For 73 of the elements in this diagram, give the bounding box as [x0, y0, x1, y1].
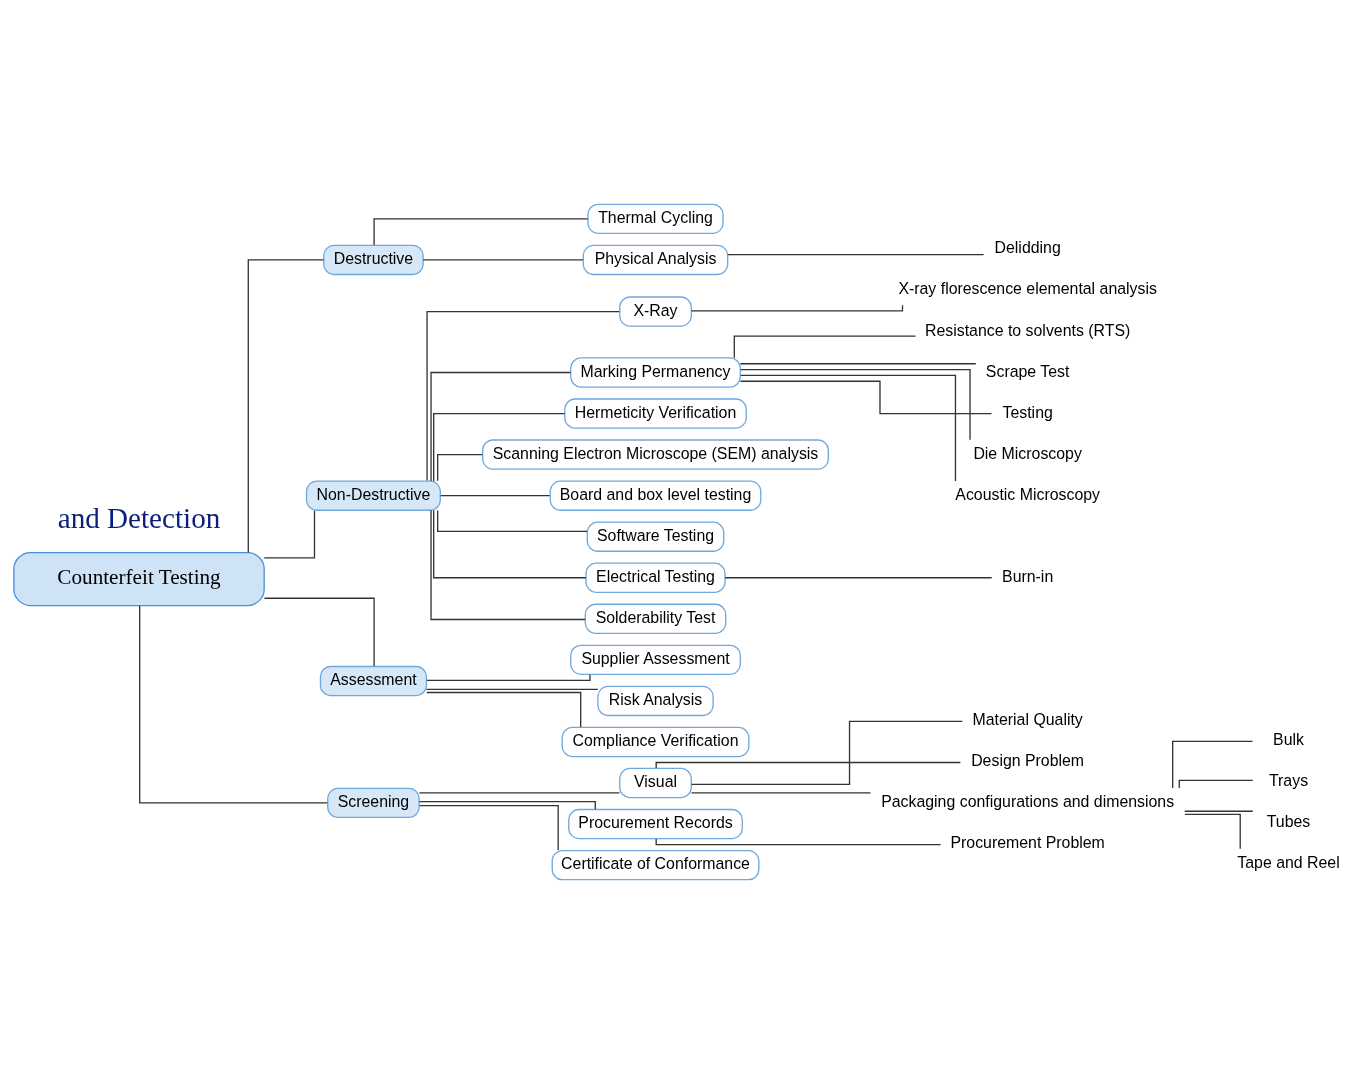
- connector: [690, 720, 963, 785]
- connector: [1178, 779, 1254, 789]
- connector: [426, 673, 591, 681]
- connector: [373, 217, 589, 246]
- node-text: Material Quality: [972, 710, 1083, 728]
- connector: [418, 804, 559, 851]
- connector: [739, 368, 971, 440]
- node-box: Electrical Testing: [585, 562, 726, 593]
- node-box: Procurement Records: [568, 808, 743, 839]
- connector: [439, 494, 551, 496]
- node-text: Testing: [1002, 403, 1053, 421]
- label: and Detection: [57, 501, 221, 534]
- connector: [430, 371, 572, 482]
- connector: [418, 791, 621, 794]
- connector: [430, 509, 586, 620]
- connector: [1172, 740, 1254, 789]
- node-text: Bulk: [1273, 730, 1304, 748]
- node-text: Die Microscopy: [973, 444, 1082, 462]
- connector: [437, 453, 483, 481]
- node-text: Delidding: [994, 238, 1061, 256]
- node-text: Burn-in: [1002, 567, 1054, 585]
- node-box: Risk Analysis: [597, 685, 714, 716]
- node-box: Physical Analysis: [582, 244, 729, 275]
- connector: [739, 380, 993, 414]
- node-box: Compliance Verification: [561, 726, 750, 757]
- node-box: Supplier Assessment: [570, 644, 741, 675]
- node-text: Trays: [1268, 771, 1309, 789]
- node-text: Acoustic Microscopy: [955, 485, 1100, 503]
- connector: [727, 253, 985, 255]
- connector: [433, 412, 566, 482]
- node-box: Counterfeit Testing: [13, 551, 265, 606]
- node-text: Tape and Reel: [1237, 853, 1340, 871]
- connector: [139, 604, 328, 804]
- node-box: Hermeticity Verification: [564, 397, 747, 429]
- connector: [437, 509, 588, 532]
- connector: [418, 800, 596, 810]
- connector: [247, 258, 325, 553]
- node-text: Packaging configurations and dimensions: [881, 792, 1175, 810]
- connector: [655, 837, 942, 845]
- connector: [263, 597, 375, 667]
- connector: [422, 258, 584, 261]
- connector: [1184, 813, 1241, 849]
- node-box: Marking Permanency: [570, 356, 741, 388]
- node-box: Thermal Cycling: [587, 203, 724, 234]
- node-text: Tubes: [1266, 812, 1311, 830]
- node-box: Scanning Electron Microscope (SEM) analysis: [482, 438, 829, 470]
- node-box: Assessment: [319, 665, 428, 696]
- node-text: X-ray florescence elemental analysis: [898, 279, 1157, 297]
- connector: [433, 509, 587, 578]
- connector: [426, 310, 620, 481]
- node-box: Non-Destructive: [305, 479, 441, 511]
- connector: [739, 362, 977, 364]
- connector: [655, 761, 962, 769]
- node-box: Software Testing: [586, 521, 725, 552]
- connector: [740, 374, 957, 482]
- connector: [426, 691, 582, 728]
- node-text: Scrape Test: [985, 362, 1070, 380]
- node-box: Destructive: [323, 244, 424, 275]
- node-text: Resistance to solvents (RTS): [925, 321, 1131, 339]
- connector: [263, 509, 316, 559]
- node-text: Design Problem: [971, 751, 1085, 769]
- connector: [733, 334, 917, 358]
- node-box: Visual: [619, 767, 692, 798]
- connector: [425, 688, 599, 690]
- connector: [1184, 810, 1254, 812]
- node-text: Procurement Problem: [950, 833, 1105, 851]
- node-box: X-Ray: [619, 295, 692, 327]
- connector: [724, 576, 993, 578]
- node-box: Certificate of Conformance: [551, 849, 760, 880]
- connector: [690, 791, 872, 794]
- node-box: Solderability Test: [584, 603, 727, 634]
- node-box: Board and box level testing: [549, 479, 762, 511]
- node-box: Screening: [327, 787, 420, 818]
